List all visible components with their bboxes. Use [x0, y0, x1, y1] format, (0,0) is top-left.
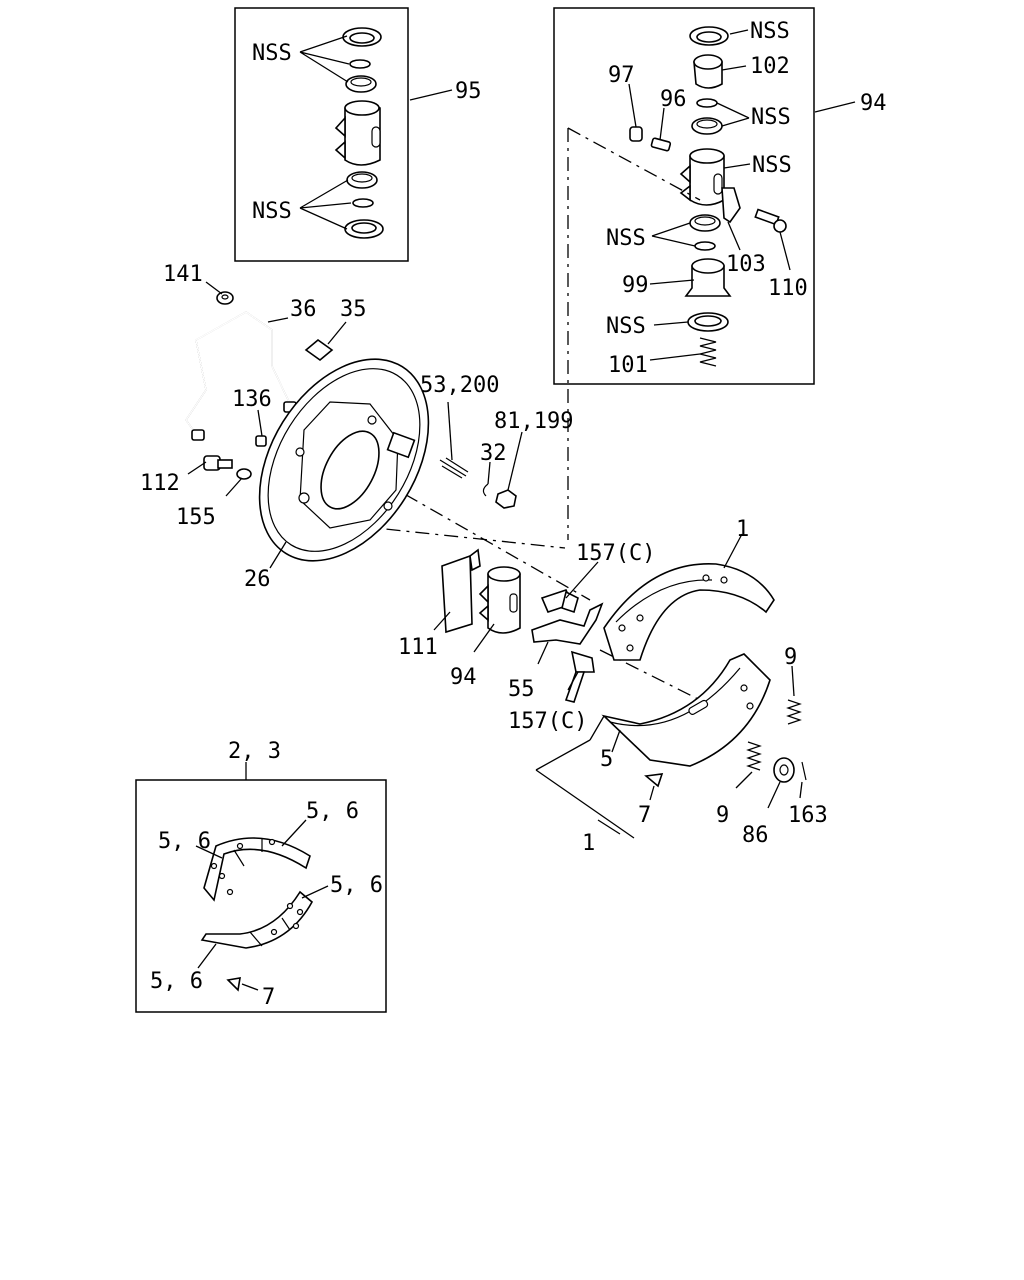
label-part-5-6: 5, 6	[306, 799, 359, 824]
label-part-112: 112	[140, 471, 180, 496]
brake-pipe-36	[185, 311, 297, 441]
label-part-2-3: 2, 3	[228, 739, 281, 764]
label-part-5: 5	[600, 747, 613, 772]
label-part-9: 9	[784, 645, 797, 670]
nut-81-199	[495, 489, 517, 509]
label-part-99: 99	[622, 273, 649, 298]
label-nss: NSS	[751, 105, 791, 130]
nut-141	[216, 291, 234, 305]
pin-7	[644, 773, 664, 788]
label-part-5-6: 5, 6	[158, 829, 211, 854]
label-part-111: 111	[398, 635, 438, 660]
inset-box-94: NSS 102 97 96 NSS 94 NSS NSS 103 110 99 …	[553, 7, 887, 385]
spring-9-top	[786, 699, 802, 725]
brake-shoe-upper	[603, 563, 775, 661]
label-part-157c: 157(C)	[508, 709, 587, 734]
label-nss: NSS	[606, 314, 646, 339]
label-part-7: 7	[638, 803, 651, 828]
cap-97	[629, 126, 643, 142]
clip-32	[482, 483, 489, 497]
bolt-112	[203, 455, 233, 471]
label-part-86: 86	[742, 823, 769, 848]
lever-55	[531, 602, 604, 645]
wheel-cylinder-94	[478, 566, 521, 634]
fitting-136	[255, 435, 267, 447]
o-ring-95-top	[349, 59, 371, 69]
brake-lining-lower	[200, 890, 314, 949]
bolt-110	[754, 208, 787, 233]
label-part-1: 1	[582, 831, 595, 856]
inset-box-95: NSS NSS 95	[234, 7, 482, 262]
plate-103	[721, 187, 741, 224]
label-part-9: 9	[716, 803, 729, 828]
label-nss: NSS	[252, 199, 292, 224]
pin-163	[801, 761, 807, 781]
label-nss: NSS	[252, 41, 292, 66]
label-part-110: 110	[768, 276, 808, 301]
label-nss: NSS	[606, 226, 646, 251]
label-part-53-200: 53,200	[420, 373, 499, 398]
label-part-32: 32	[480, 441, 507, 466]
inset-box-2-3: 2, 3 5, 6 5, 6 5, 6 5, 6	[135, 739, 387, 1013]
o-ring-94	[696, 98, 718, 108]
label-part-136: 136	[232, 387, 272, 412]
label-part-97: 97	[608, 63, 635, 88]
spring-101	[699, 337, 717, 367]
label-part-102: 102	[750, 54, 790, 79]
wheel-cylinder-body-95	[334, 100, 381, 166]
label-nss: NSS	[752, 153, 792, 178]
label-part-95: 95	[455, 79, 482, 104]
brake-lining-upper	[203, 837, 311, 902]
label-part-101: 101	[608, 353, 648, 378]
stud-53-200	[439, 457, 469, 479]
label-part-141: 141	[163, 262, 203, 287]
piston-102	[693, 54, 723, 89]
pin-7-inset	[226, 977, 241, 992]
backing-plate-26	[258, 358, 430, 562]
label-nss: NSS	[750, 19, 790, 44]
label-part-55: 55	[508, 677, 535, 702]
label-part-155: 155	[176, 505, 216, 530]
label-part-94: 94	[860, 91, 887, 116]
label-part-81-199: 81,199	[494, 409, 573, 434]
label-part-94: 94	[450, 665, 477, 690]
bolt-157c-top	[540, 589, 579, 614]
label-part-103: 103	[726, 252, 766, 277]
o-ring-95-bottom	[352, 198, 374, 208]
brake-shoe-lower	[601, 653, 771, 767]
washer-86	[773, 757, 795, 783]
label-part-163: 163	[788, 803, 828, 828]
label-part-36: 36	[290, 297, 317, 322]
piston-99	[684, 258, 732, 297]
bracket-111	[441, 548, 481, 634]
bolt-157c-bottom	[564, 650, 595, 703]
label-part-7: 7	[262, 985, 275, 1010]
bleeder-96	[650, 137, 672, 152]
label-part-1: 1	[736, 517, 749, 542]
label-part-157c: 157(C)	[576, 541, 655, 566]
washer-155	[236, 468, 252, 480]
label-part-96: 96	[660, 87, 687, 112]
wheel-cylinder-body-94	[679, 148, 725, 206]
spring-9-bottom	[746, 741, 762, 771]
grommet-35	[304, 338, 334, 362]
label-part-35: 35	[340, 297, 367, 322]
label-part-26: 26	[244, 567, 271, 592]
label-part-5-6: 5, 6	[150, 969, 203, 994]
label-part-5-6: 5, 6	[330, 873, 383, 898]
